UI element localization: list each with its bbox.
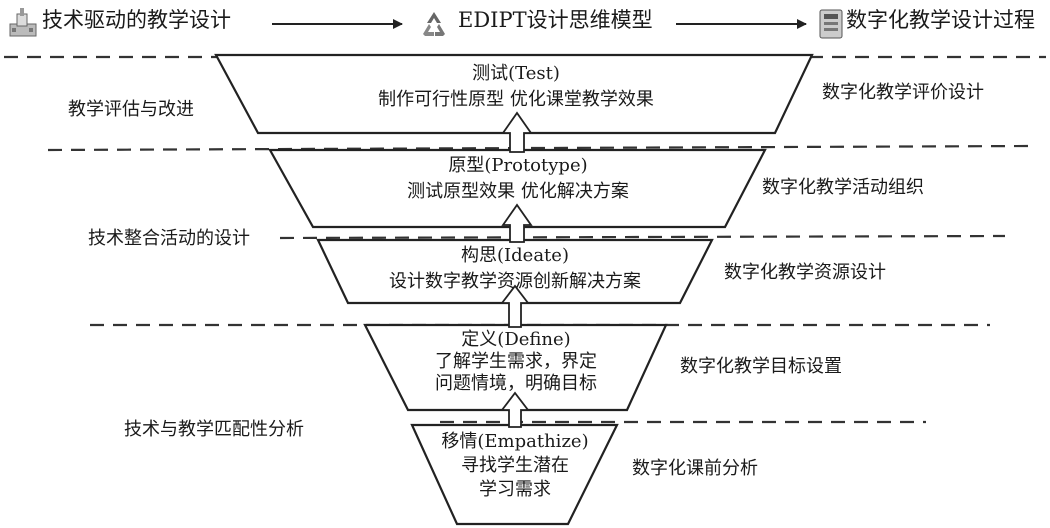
header-label-tech-driven: 技术驱动的教学设计 <box>42 8 231 32</box>
stage-prototype-line-1: 测试原型效果 优化解决方案 <box>407 181 629 203</box>
building-icon <box>8 6 40 40</box>
phase-label-integration: 技术整合活动的设计 <box>88 228 250 249</box>
up-arrow-1 <box>501 111 533 153</box>
stage-prototype-title: 原型(Prototype) <box>448 155 588 176</box>
right-label-evaluation-design: 数字化教学评价设计 <box>822 82 984 103</box>
stage-ideate-line-1: 设计数字教学资源创新解决方案 <box>389 271 641 293</box>
phase-label-evaluation: 教学评估与改进 <box>68 99 194 120</box>
stage-ideate-title: 构思(Ideate) <box>461 245 569 266</box>
header-label-digital-process: 数字化教学设计过程 <box>846 8 1035 32</box>
stage-test-box <box>214 53 814 135</box>
recycle-icon <box>419 10 449 38</box>
stage-ideate: 构思(Ideate) 设计数字教学资源创新解决方案 <box>345 245 685 293</box>
stage-define-line-1: 了解学生需求，界定 <box>435 351 597 373</box>
up-arrow-4 <box>500 391 530 428</box>
computer-icon <box>818 8 844 40</box>
right-label-resource-design: 数字化教学资源设计 <box>724 262 886 283</box>
stage-prototype: 原型(Prototype) 测试原型效果 优化解决方案 <box>318 155 718 203</box>
stage-test: 测试(Test) 制作可行性原型 优化课堂教学效果 <box>266 63 766 111</box>
up-arrow-2 <box>501 203 533 243</box>
stage-define: 定义(Define) 了解学生需求，界定 问题情境，明确目标 <box>400 329 632 395</box>
header-label-edipt: EDIPT设计思维模型 <box>458 8 653 32</box>
right-label-preclass-analysis: 数字化课前分析 <box>632 458 758 479</box>
right-label-activity-organization: 数字化教学活动组织 <box>762 177 924 198</box>
stage-empathize-line-1: 寻找学生潜在 <box>461 455 569 477</box>
stage-empathize-line-2: 学习需求 <box>479 479 551 501</box>
phase-label-matching: 技术与教学匹配性分析 <box>124 419 304 440</box>
divider-dash-3 <box>279 234 1006 240</box>
stage-empathize-box <box>410 423 619 526</box>
right-label-goal-setting: 数字化教学目标设置 <box>680 356 842 377</box>
stage-ideate-box <box>316 238 714 305</box>
stage-define-line-2: 问题情境，明确目标 <box>435 373 597 395</box>
stage-test-line-1: 制作可行性原型 优化课堂教学效果 <box>378 89 654 111</box>
stage-empathize: 移情(Empathize) 寻找学生潜在 学习需求 <box>430 431 600 501</box>
stage-define-title: 定义(Define) <box>461 329 571 350</box>
divider-dash-2 <box>47 144 1031 152</box>
stage-test-title: 测试(Test) <box>472 63 560 84</box>
up-arrow-3 <box>500 284 530 328</box>
stage-define-box <box>363 323 668 412</box>
stage-empathize-title: 移情(Empathize) <box>441 431 589 452</box>
stage-prototype-box <box>268 148 767 229</box>
